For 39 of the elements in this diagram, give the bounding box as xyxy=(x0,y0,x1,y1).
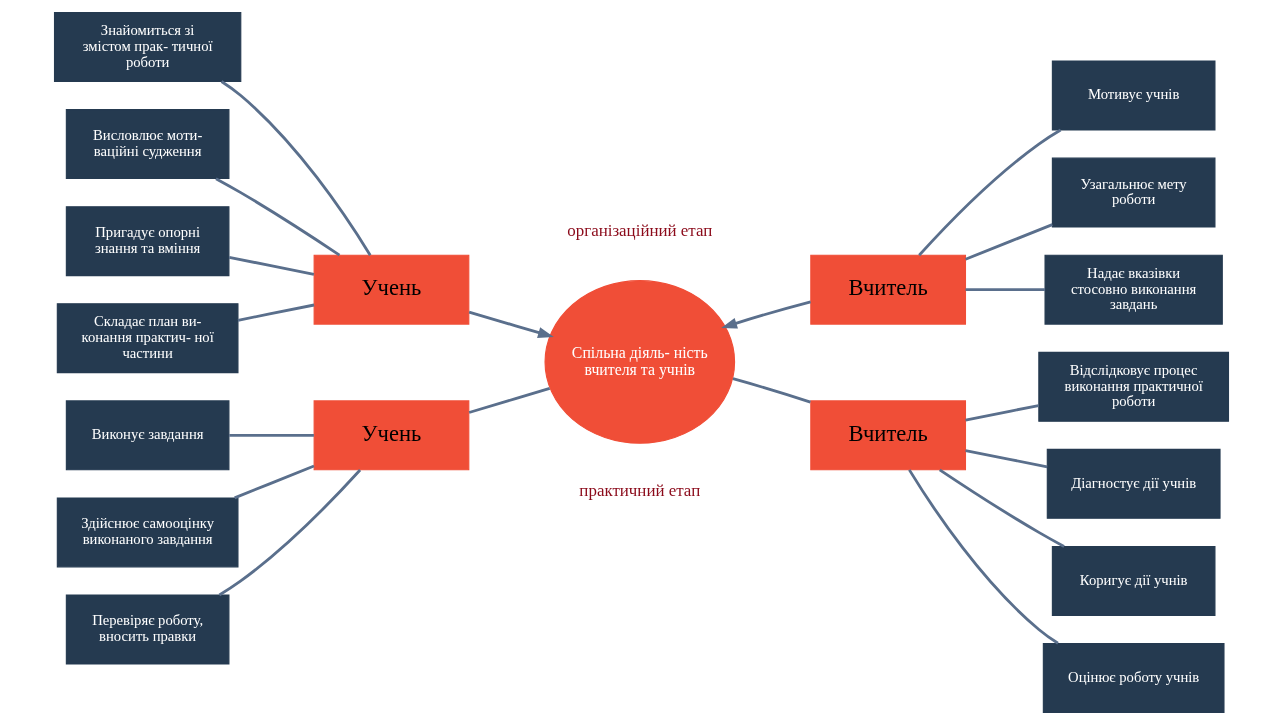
node-box: Узагальнює мету роботи xyxy=(1051,157,1215,228)
node-box: Відслідковує процес виконання практичної роботи xyxy=(1037,351,1229,422)
label: організаційний етап xyxy=(566,221,712,241)
connector xyxy=(237,303,314,322)
connector xyxy=(228,255,314,276)
arrow xyxy=(468,310,554,338)
node-box: Мотивує учнів xyxy=(1051,60,1215,131)
connector xyxy=(732,377,811,404)
node-box: Надає вказівки стосовно виконання завдань xyxy=(1044,254,1223,325)
connector xyxy=(964,223,1053,261)
node-box: Перевіряє роботу, вносить правки xyxy=(65,594,229,665)
node-box: Учень xyxy=(313,400,469,471)
connector xyxy=(964,404,1039,422)
connector xyxy=(907,469,1059,645)
node-box: Виконує завдання xyxy=(65,400,229,471)
connector xyxy=(938,468,1065,548)
node-box: Складає план ви- конання практич- ної частини xyxy=(56,303,238,374)
node-box: Діагностує дії учнів xyxy=(1046,448,1221,519)
connector xyxy=(220,80,371,256)
node-box: Учень xyxy=(313,254,469,325)
connector xyxy=(468,387,550,414)
node-ellipse: Спільна діяль- ність вчителя та учнів xyxy=(543,280,735,444)
node-box: Оцінює роботу учнів xyxy=(1042,643,1225,713)
label: практичний етап xyxy=(578,480,700,500)
node-box: Пригадує опорні знання та вміння xyxy=(65,206,229,277)
node-box: Здійснює самооцінку виконаного завдання xyxy=(56,497,238,568)
node-box: Вчитель xyxy=(809,254,966,325)
node-box: Коригує дії учнів xyxy=(1051,545,1215,616)
connector xyxy=(965,288,1045,292)
connector xyxy=(214,177,340,257)
node-box: Знайомиться зі змістом прак- тичної роботи xyxy=(53,12,241,82)
node-box: Висловлює моти- ваційні судження xyxy=(65,109,229,180)
node-box: Вчитель xyxy=(809,400,966,471)
arrow xyxy=(720,300,811,329)
connector xyxy=(917,128,1061,257)
connector xyxy=(233,464,315,500)
connector xyxy=(228,433,314,437)
connector xyxy=(218,469,361,597)
connector xyxy=(964,449,1047,469)
